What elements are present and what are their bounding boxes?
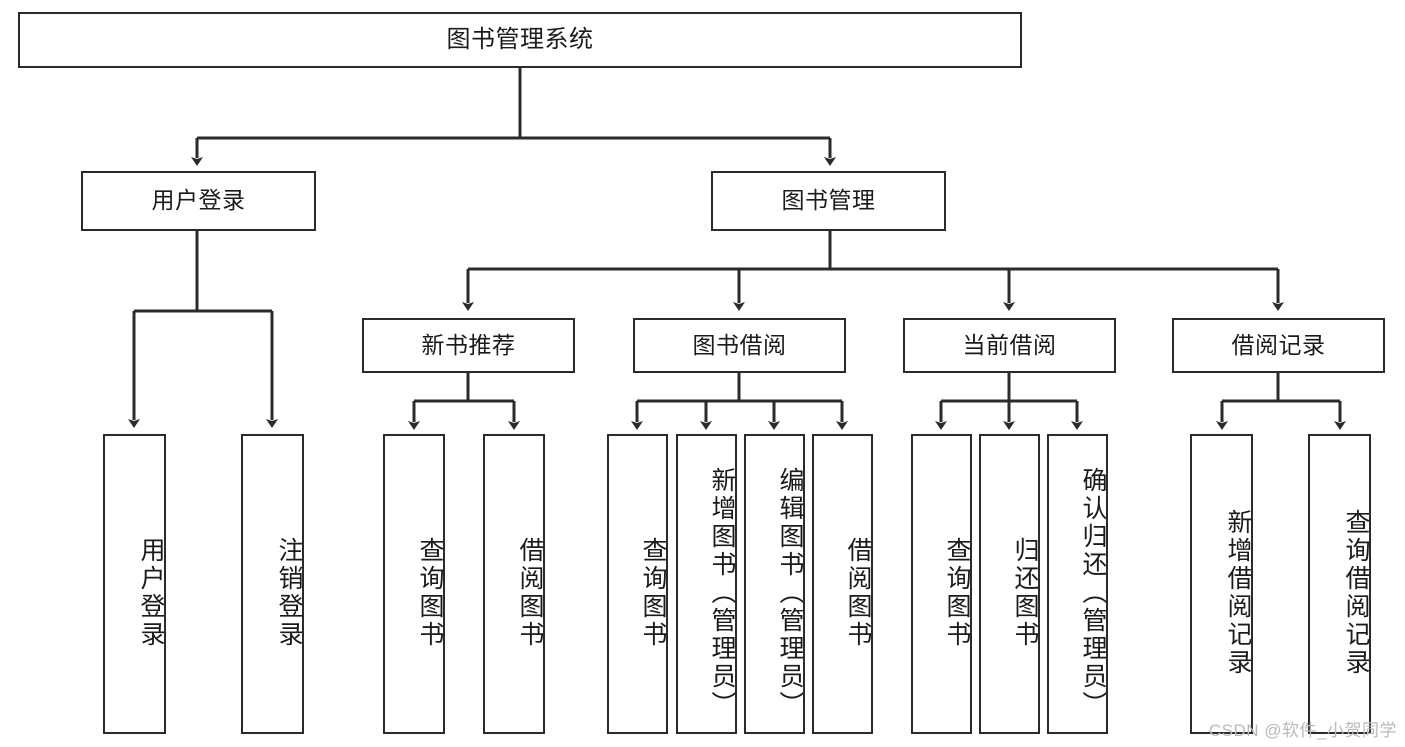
- node-leaf-return-book-label: 归还图书: [1011, 537, 1039, 649]
- node-borrow-record[interactable]: 借阅记录: [1172, 318, 1385, 373]
- node-current-borrow-label: 当前借阅: [962, 331, 1057, 358]
- node-current-borrow[interactable]: 当前借阅: [903, 318, 1116, 373]
- node-leaf-logout-login[interactable]: 注销登录: [241, 434, 304, 734]
- node-leaf-add-record[interactable]: 新增借阅记录: [1190, 434, 1253, 734]
- node-root[interactable]: 图书管理系统: [18, 12, 1022, 68]
- node-leaf-query-book-3-label: 查询图书: [943, 537, 971, 649]
- node-root-label: 图书管理系统: [446, 25, 594, 53]
- node-leaf-query-record[interactable]: 查询借阅记录: [1308, 434, 1371, 734]
- node-leaf-add-record-label: 新增借阅记录: [1224, 509, 1252, 677]
- node-leaf-borrow-book-1-label: 借阅图书: [516, 537, 544, 649]
- node-leaf-add-book[interactable]: 新增图书（管理员）: [676, 434, 737, 734]
- node-leaf-query-book-2-label: 查询图书: [639, 537, 667, 649]
- node-book-borrow[interactable]: 图书借阅: [633, 318, 846, 373]
- node-leaf-confirm-return[interactable]: 确认归还（管理员）: [1047, 434, 1108, 734]
- node-leaf-return-book[interactable]: 归还图书: [979, 434, 1040, 734]
- node-leaf-edit-book-label: 编辑图书（管理员）: [776, 467, 804, 719]
- node-book-manage[interactable]: 图书管理: [711, 171, 946, 231]
- node-book-borrow-label: 图书借阅: [692, 331, 787, 358]
- node-leaf-borrow-book-2-label: 借阅图书: [844, 537, 872, 649]
- node-leaf-user-login-label: 用户登录: [137, 537, 165, 649]
- node-user-login[interactable]: 用户登录: [81, 171, 316, 231]
- node-leaf-query-book-1[interactable]: 查询图书: [383, 434, 445, 734]
- node-leaf-user-login[interactable]: 用户登录: [103, 434, 166, 734]
- node-user-login-label: 用户登录: [151, 187, 246, 214]
- node-leaf-query-book-1-label: 查询图书: [416, 537, 444, 649]
- node-new-book-recommend[interactable]: 新书推荐: [362, 318, 575, 373]
- node-leaf-query-book-2[interactable]: 查询图书: [607, 434, 668, 734]
- node-new-book-recommend-label: 新书推荐: [421, 331, 516, 358]
- node-leaf-borrow-book-2[interactable]: 借阅图书: [812, 434, 873, 734]
- node-borrow-record-label: 借阅记录: [1231, 331, 1326, 358]
- node-book-manage-label: 图书管理: [781, 187, 876, 214]
- csdn-watermark: CSDN @软件_小贺同学: [1208, 721, 1397, 740]
- node-leaf-query-book-3[interactable]: 查询图书: [911, 434, 972, 734]
- node-leaf-query-record-label: 查询借阅记录: [1342, 509, 1370, 677]
- node-leaf-confirm-return-label: 确认归还（管理员）: [1079, 467, 1107, 719]
- node-leaf-borrow-book-1[interactable]: 借阅图书: [483, 434, 545, 734]
- node-leaf-add-book-label: 新增图书（管理员）: [708, 467, 736, 719]
- node-leaf-logout-login-label: 注销登录: [275, 537, 303, 649]
- node-leaf-edit-book[interactable]: 编辑图书（管理员）: [744, 434, 805, 734]
